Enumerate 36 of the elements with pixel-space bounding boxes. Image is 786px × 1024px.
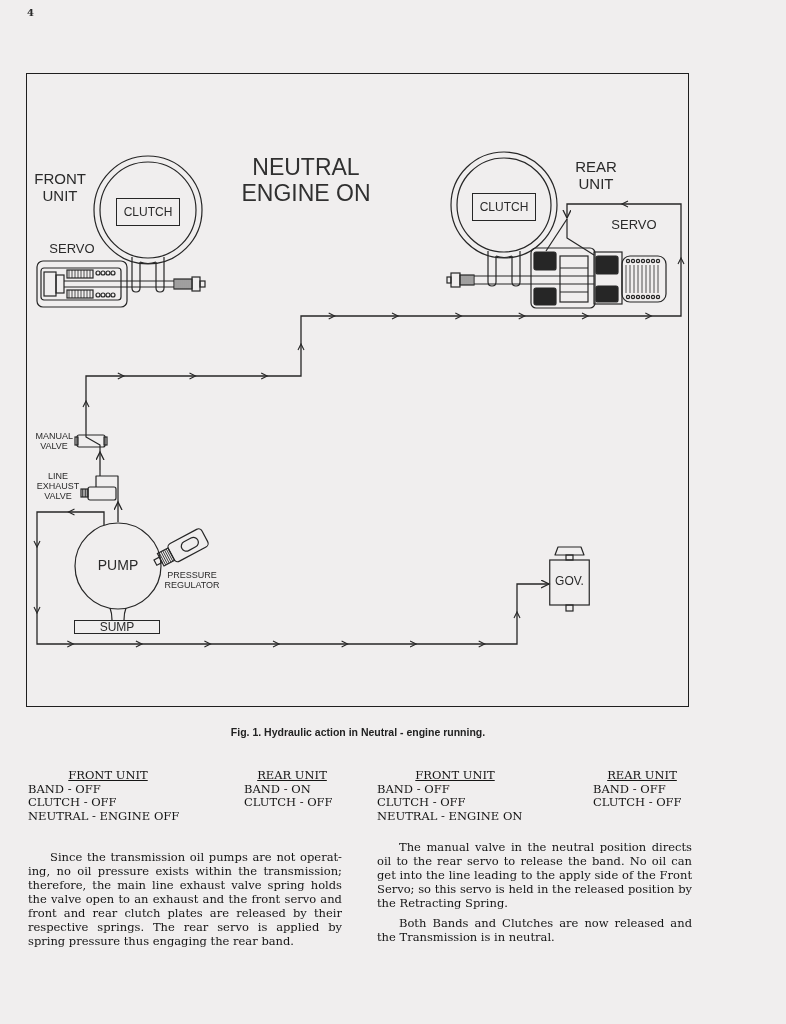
diagram-title: NEUTRAL ENGINE ON	[240, 154, 372, 206]
status-entry: BAND - OFF	[377, 782, 450, 796]
status-heading: FRONT UNIT	[68, 768, 148, 782]
unit-label: FRONT UNIT	[34, 170, 86, 204]
oil-line	[95, 451, 105, 471]
status-heading: FRONT UNIT	[415, 768, 495, 782]
body-paragraph: The manual valve in the neutral position directs oil to the rear servo to release the band. No oil can get into the line leading to the apply side of the Front Servo; so this servo is held in the released position by the Retracting Spring.	[377, 840, 692, 910]
part-label: GOV.	[555, 575, 584, 588]
part-label: LINE EXHAUST VALVE	[36, 471, 80, 501]
body-paragraph: Both Bands and Clutches are now released and the Transmission is in neutral.	[377, 916, 692, 944]
unit-label: REAR UNIT	[575, 158, 617, 192]
status-heading: REAR UNIT	[257, 768, 327, 782]
part-label: PUMP	[97, 558, 139, 573]
oil-line	[113, 501, 123, 523]
body-paragraph: Since the transmission oil pumps are not operat-ing, no oil pressure exists within the transmission; therefore, the main line exhaust valve spring holds the valve open to an exhaust and the front servo and front and rear clutch plates are released by their respective springs. The rear servo is applied by spring pressure thus engaging the rear band.	[28, 850, 342, 948]
part-label: SERVO	[611, 218, 657, 232]
status-entry: NEUTRAL - ENGINE OFF	[28, 809, 180, 823]
part-label: PRESSURE REGULATOR	[164, 570, 220, 590]
status-entry: CLUTCH - OFF	[593, 795, 682, 809]
sump-box: SUMP	[74, 620, 160, 634]
oil-line	[33, 508, 550, 648]
part-label: MANUAL VALVE	[35, 431, 73, 451]
status-entry: BAND - ON	[244, 782, 311, 796]
clutch-box: CLUTCH	[472, 193, 536, 221]
part-label: SERVO	[49, 242, 95, 256]
status-entry: BAND - OFF	[593, 782, 666, 796]
oil-line	[82, 200, 685, 431]
status-heading: REAR UNIT	[607, 768, 677, 782]
status-entry: CLUTCH - OFF	[377, 795, 466, 809]
status-entry: CLUTCH - OFF	[28, 795, 117, 809]
status-entry: CLUTCH - OFF	[244, 795, 333, 809]
status-entry: NEUTRAL - ENGINE ON	[377, 809, 523, 823]
page-number: 4	[27, 6, 34, 19]
status-entry: BAND - OFF	[28, 782, 101, 796]
figure-caption: Fig. 1. Hydraulic action in Neutral - engine running.	[230, 726, 486, 739]
clutch-box: CLUTCH	[116, 198, 180, 226]
